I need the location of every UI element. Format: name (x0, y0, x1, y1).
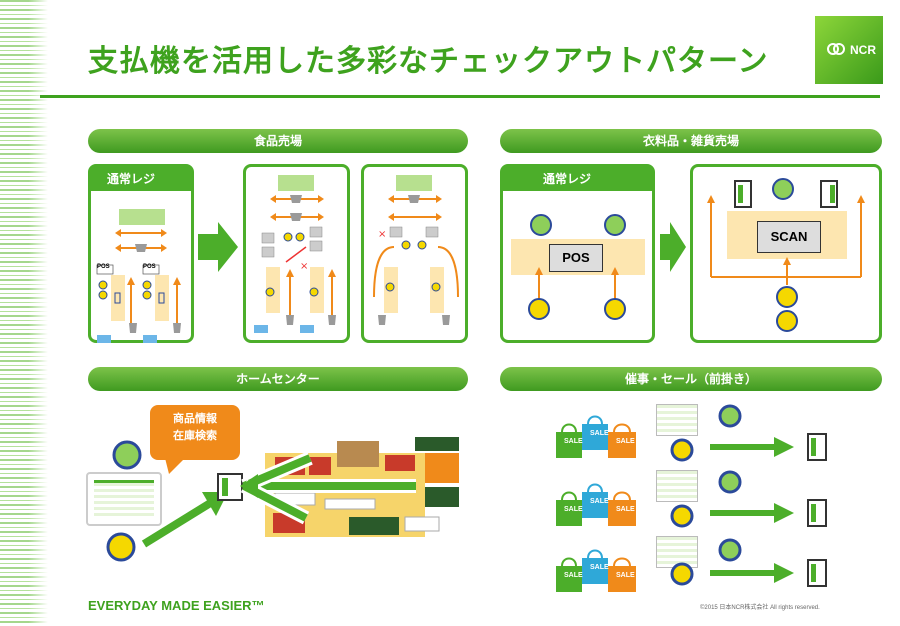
tablet-row-1 (656, 404, 698, 436)
flow-arrow-row-3 (710, 563, 794, 583)
flow-arrow-row-2 (710, 503, 794, 523)
sale-tag: SALE (616, 506, 635, 513)
svg-text:×: × (300, 261, 308, 272)
food-pattern-a-diagram: × (254, 175, 336, 333)
apparel-scan-terminal: SCAN (757, 221, 821, 253)
footer-tagline: EVERYDAY MADE EASIER™ (88, 598, 265, 613)
flow-arrow-row-1 (710, 437, 794, 457)
customer-icon-row-3 (670, 562, 694, 586)
sale-tag: SALE (590, 430, 609, 437)
food-pattern-a-panel: × (243, 164, 350, 343)
section-home-header: ホームセンター (88, 367, 468, 391)
sale-tag: SALE (616, 572, 635, 579)
kiosk-row-3 (807, 559, 827, 587)
sale-tag: SALE (616, 438, 635, 445)
title-underline (40, 95, 880, 98)
sale-bags-row-3 (556, 549, 636, 592)
callout-pointer (165, 458, 185, 474)
sale-bags-row-1 (556, 415, 636, 458)
section-food-header: 食品売場 (88, 129, 468, 153)
apparel-normal-register-panel: 通常レジ POS (500, 164, 655, 343)
staff-icon-row-3 (718, 538, 742, 562)
page-title: 支払機を活用した多彩なチェックアウトパターン (88, 44, 769, 79)
ncr-logo-text: NCR (850, 43, 876, 57)
sale-tag: SALE (590, 564, 609, 571)
apparel-self-pay-diagram (707, 178, 865, 332)
product-info-callout: 商品情報 在庫検索 (150, 405, 240, 460)
sale-tag: SALE (564, 438, 583, 445)
food-pattern-b-panel: × (361, 164, 468, 343)
svg-text:×: × (378, 229, 386, 240)
kiosk-row-2 (807, 499, 827, 527)
pos-label-1: POS (97, 264, 110, 270)
ncr-logo-icon (827, 43, 845, 55)
apparel-self-pay-panel: SCAN (690, 164, 882, 343)
apparel-transition-arrow (660, 222, 686, 272)
callout-line-2: 在庫検索 (173, 429, 217, 442)
kiosk-row-1 (807, 433, 827, 461)
staff-icon-row-1 (718, 404, 742, 428)
sale-bags-row-2 (556, 483, 636, 526)
food-normal-register-panel: 通常レジ POS POS (88, 164, 194, 343)
customer-icon-row-2 (670, 504, 694, 528)
event-sale-flows: SALE SALE SALE SALE SALE SALE SALE SALE … (550, 402, 882, 594)
shopper-top-icon (112, 440, 142, 470)
home-flow-arrows (240, 452, 416, 525)
apparel-panel-label: 通常レジ (503, 167, 652, 191)
tablet-row-2 (656, 470, 698, 502)
footer-copyright: ©2015 日本NCR株式会社 All rights reserved. (700, 605, 820, 611)
sale-tag: SALE (564, 506, 583, 513)
apparel-pos-terminal: POS (549, 244, 603, 272)
sale-tag: SALE (590, 498, 609, 505)
sale-tag: SALE (564, 572, 583, 579)
food-normal-register-diagram (96, 209, 181, 343)
food-transition-arrow (198, 222, 238, 272)
pos-label-2: POS (143, 264, 156, 270)
section-apparel-header: 衣料品・雑貨売場 (500, 129, 882, 153)
food-pattern-b-diagram: × (373, 175, 459, 325)
food-panel-label: 通常レジ (91, 167, 191, 191)
section-event-header: 催事・セール（前掛き） (500, 367, 882, 391)
decorative-side-pattern (0, 0, 48, 626)
staff-icon-row-2 (718, 470, 742, 494)
callout-line-1: 商品情報 (173, 412, 217, 425)
shopper-bottom-icon (106, 532, 136, 562)
ncr-logo: NCR (815, 16, 883, 84)
tablet-kiosk (86, 472, 162, 526)
customer-icon-row-1 (670, 438, 694, 462)
